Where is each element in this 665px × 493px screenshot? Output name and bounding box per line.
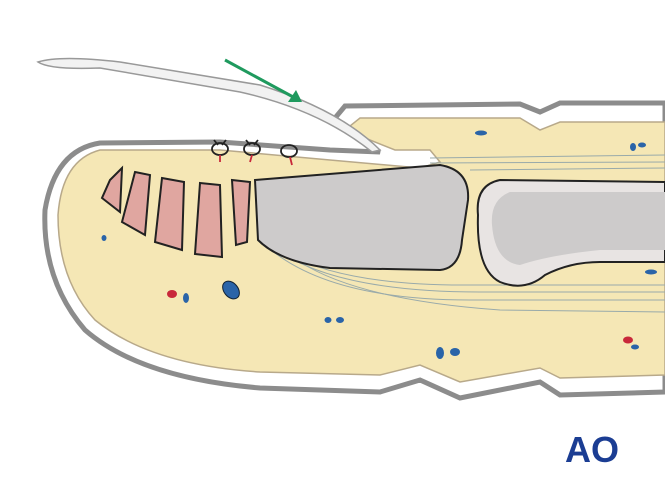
nail-plate [36,57,382,153]
ao-logo: AO [565,429,619,470]
vessels [101,130,657,359]
arrow-indicator [224,58,302,102]
distal-phalanx [253,163,470,272]
middle-phalanx-medulla [491,192,665,265]
sutures [211,139,298,166]
nail-bed-segments [100,165,252,259]
